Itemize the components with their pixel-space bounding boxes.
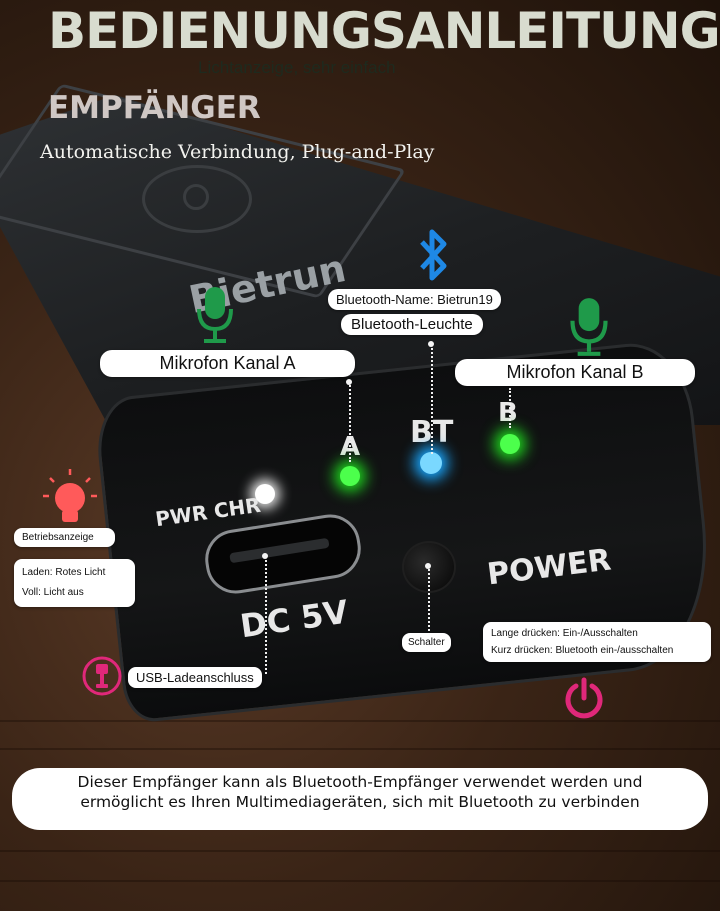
usb-callout-line	[265, 556, 267, 674]
power-led	[255, 484, 275, 504]
switch-callout-dot	[425, 563, 431, 569]
manual-subtitle: Lichtanzeige, sehr einfach	[198, 58, 396, 77]
microphone-icon	[197, 287, 233, 343]
usb-plug-icon	[82, 656, 122, 696]
info-notice: Dieser Empfänger kann als Bluetooth-Empf…	[12, 768, 708, 830]
microphone-icon	[570, 298, 608, 356]
channel-b-led	[500, 434, 520, 454]
switch-callout-line	[428, 566, 430, 638]
notice-line-1: Dieser Empfänger kann als Bluetooth-Empf…	[77, 773, 643, 791]
light-bulb-icon	[43, 469, 97, 522]
charge-status-callout: Laden: Rotes Licht Voll: Licht aus	[14, 559, 135, 607]
channel-b-label: B	[498, 398, 518, 428]
mic-a-callout: Mikrofon Kanal A	[100, 350, 355, 377]
power-icon	[565, 677, 603, 719]
mic-b-callout: Mikrofon Kanal B	[455, 359, 695, 386]
section-title: EMPFÄNGER	[48, 90, 261, 126]
long-press-text: Lange drücken: Ein-/Ausschalten	[491, 628, 638, 639]
notice-line-2: ermöglicht es Ihren Multimediageräten, s…	[80, 793, 640, 811]
bluetooth-icon	[420, 229, 447, 281]
device-emboss-ring	[142, 165, 252, 233]
usb-c-tongue	[229, 537, 330, 564]
bluetooth-led	[420, 452, 442, 474]
charging-text: Laden: Rotes Licht	[22, 567, 106, 578]
status-callout: Betriebsanzeige	[14, 528, 115, 547]
manual-title: BEDIENUNGSANLEITUNG	[48, 2, 720, 60]
channel-a-led	[340, 466, 360, 486]
tagline: Automatische Verbindung, Plug-and-Play	[40, 141, 435, 163]
device-emboss-dot	[183, 184, 209, 210]
mic-a-callout-dot	[346, 379, 352, 385]
bt-name-callout: Bluetooth-Name: Bietrun19	[328, 289, 501, 310]
bt-light-callout: Bluetooth-Leuchte	[341, 314, 483, 335]
short-press-text: Kurz drücken: Bluetooth ein-/ausschalten	[491, 645, 674, 656]
button-usage-callout: Lange drücken: Ein-/Ausschalten Kurz drü…	[483, 622, 711, 662]
bt-callout-dot	[428, 341, 434, 347]
switch-callout: Schalter	[402, 633, 451, 652]
full-text: Voll: Licht aus	[22, 587, 84, 598]
usb-callout: USB-Ladeanschluss	[128, 667, 262, 688]
mic-a-callout-line	[349, 382, 351, 462]
usb-callout-dot	[262, 553, 268, 559]
mic-b-callout-line	[509, 388, 511, 428]
bt-callout-line	[431, 344, 433, 454]
